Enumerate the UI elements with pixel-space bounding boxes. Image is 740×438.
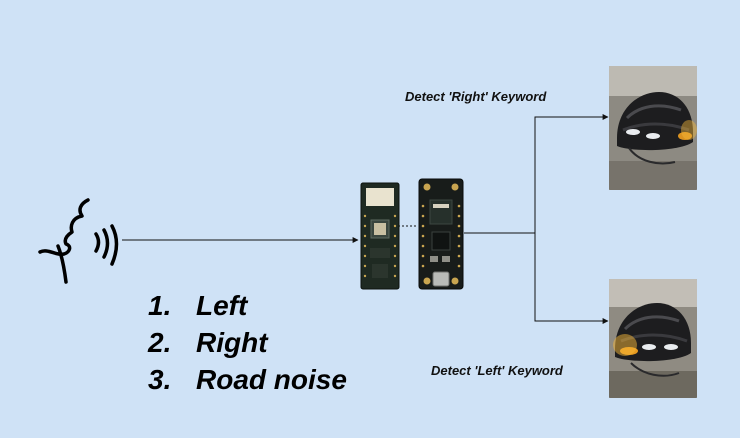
keyword-list: 1. Left 2. Right 3. Road noise xyxy=(148,287,347,398)
keyword-item: 3. Road noise xyxy=(148,361,347,398)
keyword-text: Right xyxy=(196,327,268,358)
detect-left-label: Detect 'Left' Keyword xyxy=(431,363,563,378)
helmet-right-signal-photo xyxy=(609,66,697,190)
branch-to-right-photo xyxy=(464,114,609,234)
keyword-number: 3. xyxy=(148,364,172,395)
keyword-text: Left xyxy=(196,290,248,321)
detect-right-label: Detect 'Right' Keyword xyxy=(405,89,547,104)
keyword-item: 2. Right xyxy=(148,324,347,361)
keyword-item: 1. Left xyxy=(148,287,347,324)
microphone-board xyxy=(360,182,400,290)
branch-to-left-photo xyxy=(534,233,609,324)
keyword-number: 2. xyxy=(148,327,172,358)
speaking-head-icon xyxy=(38,198,119,284)
keyword-number: 1. xyxy=(148,290,172,321)
microcontroller-board xyxy=(418,178,464,290)
keyword-text: Road noise xyxy=(196,364,347,395)
helmet-left-signal-photo xyxy=(609,279,697,398)
